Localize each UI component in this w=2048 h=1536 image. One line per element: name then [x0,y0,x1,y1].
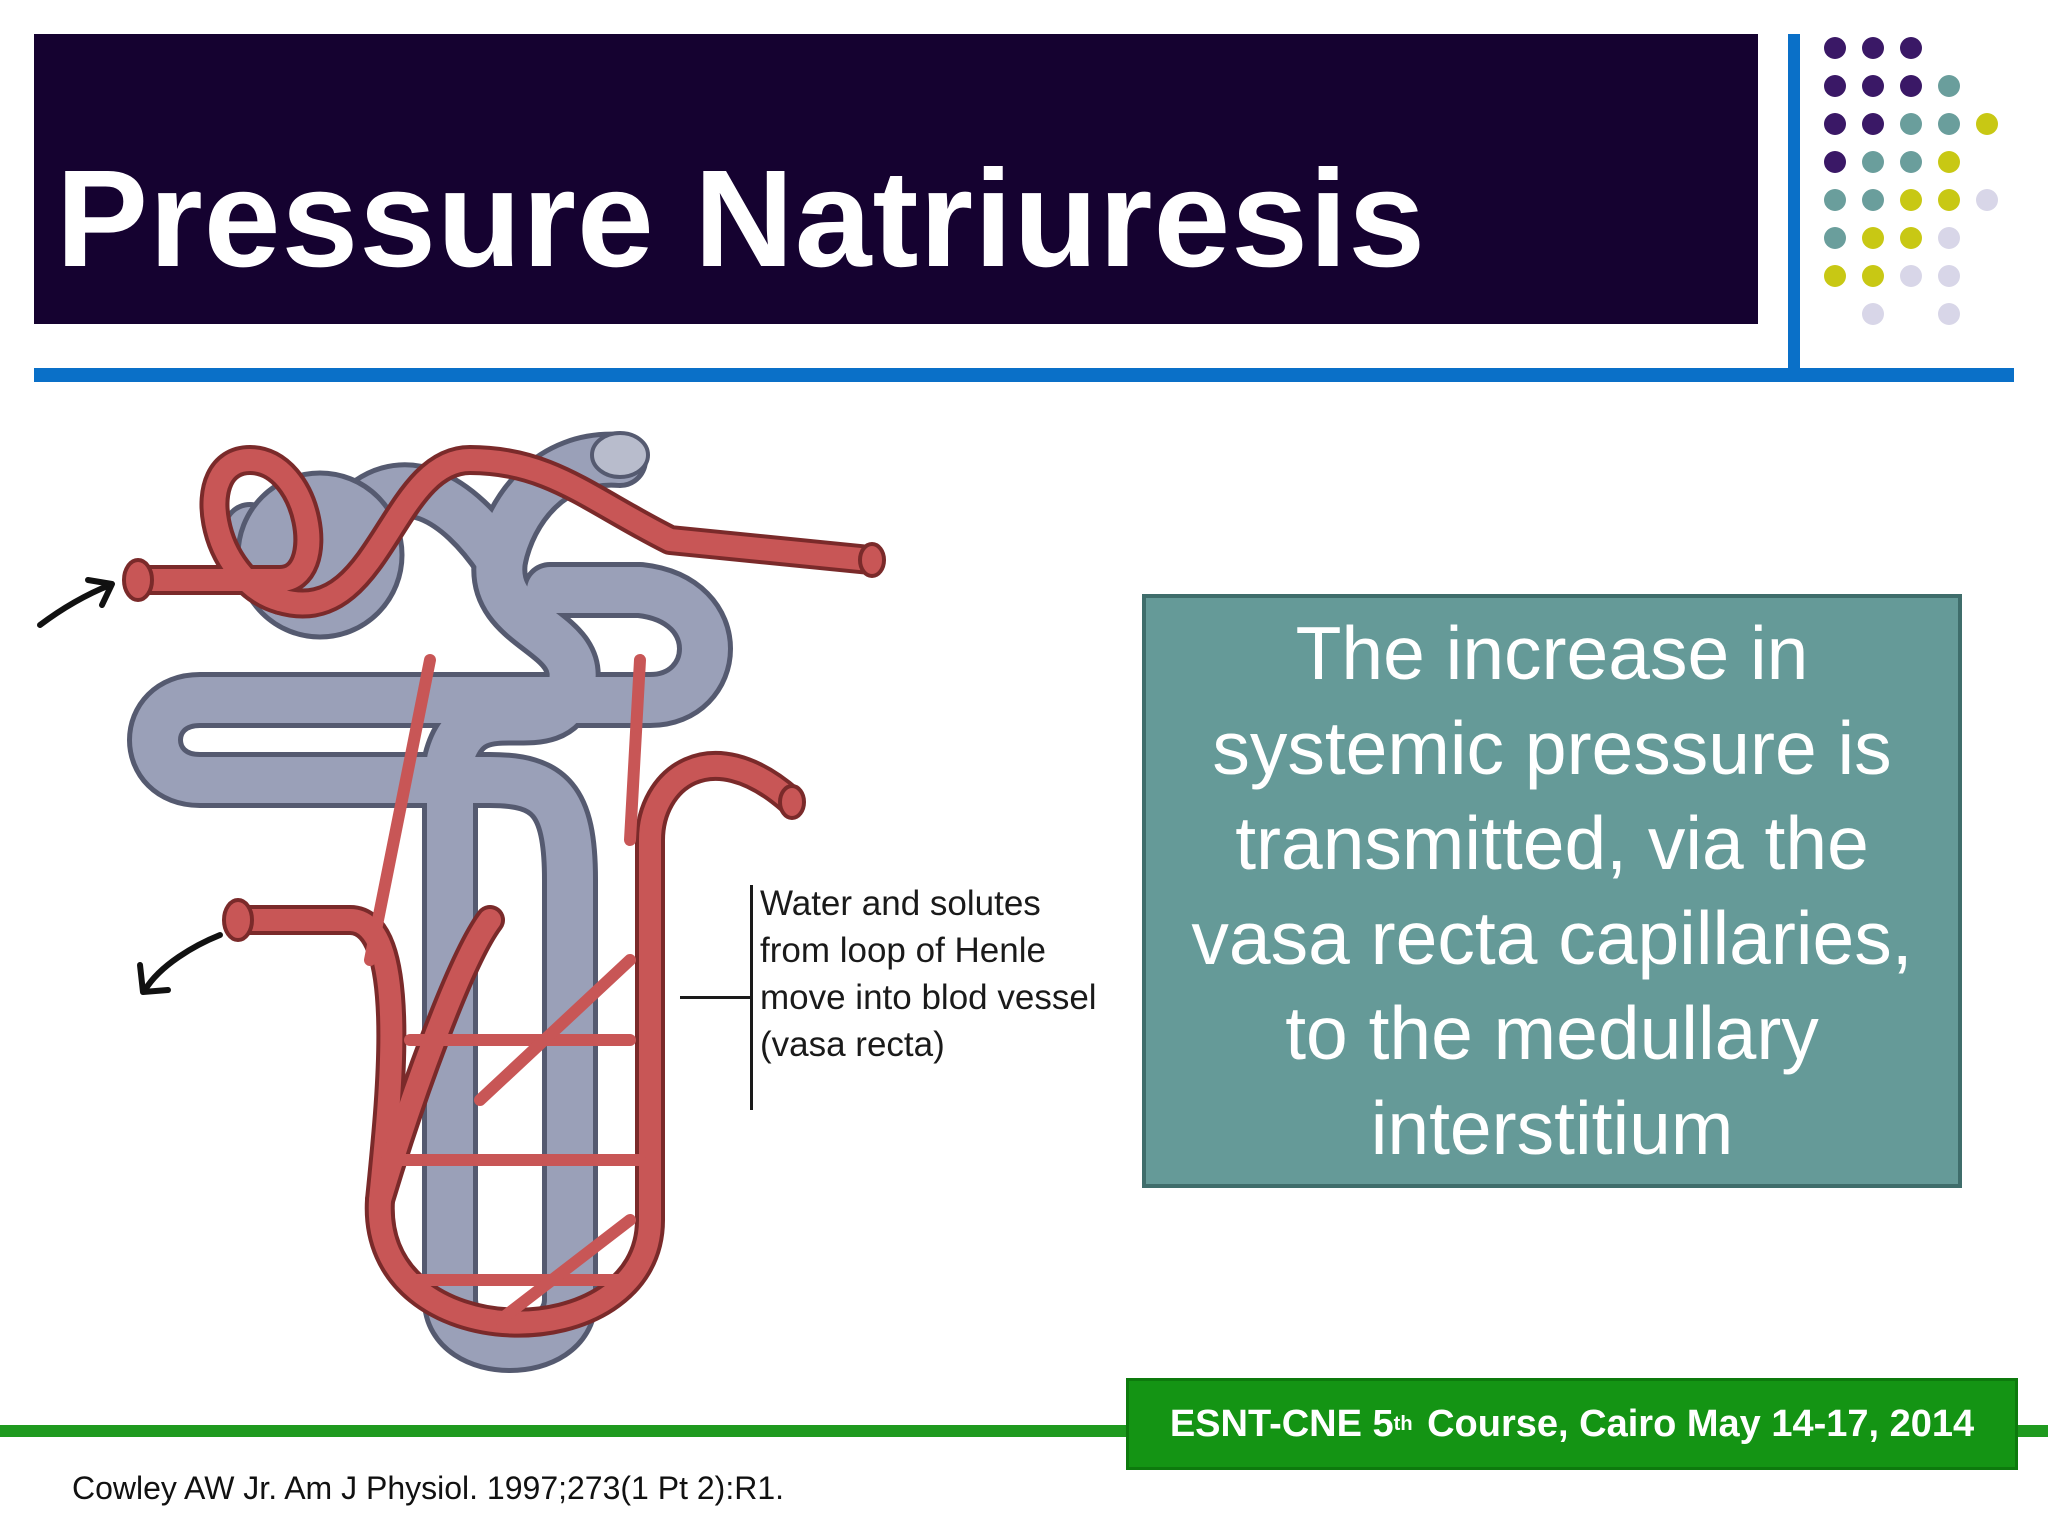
info-box: The increase in systemic pressure is tra… [1142,594,1962,1188]
info-text: The increase in systemic pressure is tra… [1191,611,1913,1170]
citation: Cowley AW Jr. Am J Physiol. 1997;273(1 P… [72,1470,784,1506]
footer-rule-right [2010,1425,2048,1437]
header-rule-vertical [1788,34,1800,368]
title-bar [34,34,1758,324]
footer-rule-left [0,1425,1130,1437]
footer-course-prefix: ESNT-CNE 5 [1169,1402,1394,1445]
diagram-label: Water and solutes from loop of Henle mov… [760,884,1097,1064]
header-rule-horizontal [34,368,2014,382]
footer-ordinal-suffix: th [1393,1412,1413,1435]
nephron-vasa-recta-diagram [37,431,886,1373]
decorative-dot-grid [1824,37,1998,325]
slide-title: Pressure Natriuresis [56,142,1427,296]
footer-course-details: Course, Cairo May 14-17, 2014 [1416,1402,1975,1445]
label-pointer-line [680,996,752,999]
